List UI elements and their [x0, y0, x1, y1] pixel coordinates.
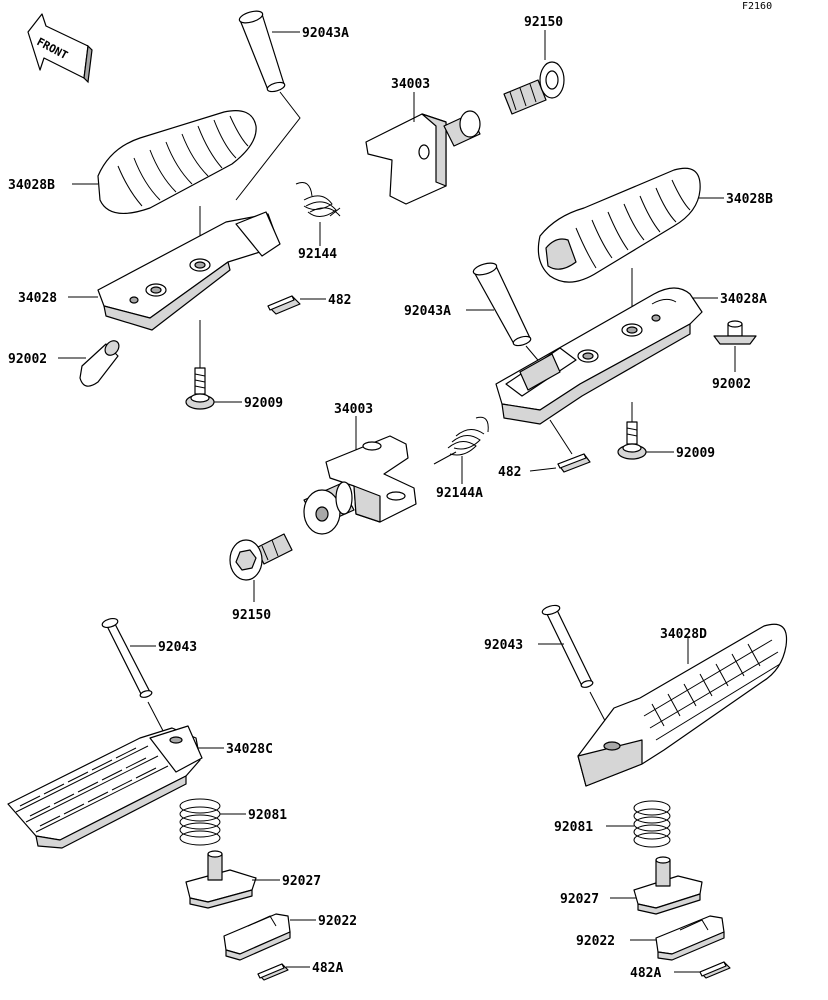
pin-right: [472, 262, 532, 347]
front-arrow-icon: FRONT: [27, 13, 93, 84]
pin-lower-right: [541, 604, 594, 688]
label-screw-left: 92009: [244, 396, 283, 411]
footpeg-lower-right: [577, 623, 788, 787]
label-stopper-left: 92002: [8, 352, 47, 367]
screw-right: [617, 402, 647, 460]
label-spring-lower: 92144A: [436, 486, 483, 501]
footpeg-right: [495, 287, 703, 425]
pin-lower-left: [101, 617, 153, 698]
clip-right: [699, 961, 731, 979]
label-spring-upper: 92144: [298, 247, 337, 262]
label-spring-coil-right: 92081: [554, 820, 593, 835]
label-clip-upper: 482: [328, 293, 351, 308]
stopper-left: [79, 340, 120, 387]
stay-left: [185, 850, 257, 909]
rubber-upper-left: [97, 110, 257, 215]
label-rubber-right: 34028B: [726, 192, 773, 207]
label-clip-mid: 482: [498, 465, 521, 480]
label-rubber-upper-left: 34028B: [8, 178, 55, 193]
plate-right: [655, 915, 725, 961]
clip-mid: [549, 419, 591, 473]
screw-left: [185, 320, 215, 410]
label-bolt-lower: 92150: [232, 608, 271, 623]
clip-left: [257, 963, 289, 981]
label-footpeg-lower-left: 34028C: [226, 742, 273, 757]
footpeg-upper-left: [97, 211, 281, 331]
label-plate-right: 92022: [576, 934, 615, 949]
clip-upper: [267, 295, 301, 315]
label-spring-coil-left: 92081: [248, 808, 287, 823]
stopper-right: [713, 320, 757, 345]
diagram-code: F2160: [742, 1, 772, 12]
footpeg-lower-left: [7, 725, 203, 849]
label-bracket-lower: 34003: [334, 402, 373, 417]
label-bolt-upper: 92150: [524, 15, 563, 30]
label-pin-lower-right: 92043: [484, 638, 523, 653]
spring-lower: [433, 416, 489, 465]
spring-upper: [295, 182, 341, 217]
label-footpeg-right: 34028A: [720, 292, 767, 307]
bolt-upper: [503, 61, 565, 115]
label-plate-left: 92022: [318, 914, 357, 929]
label-clip-right: 482A: [630, 966, 661, 981]
label-pin-lower-left: 92043: [158, 640, 197, 655]
label-stay-right: 92027: [560, 892, 599, 907]
pin-upper-left: [238, 10, 286, 93]
label-pin-right: 92043A: [404, 304, 451, 319]
label-clip-left: 482A: [312, 961, 343, 976]
label-bracket-upper: 34003: [391, 77, 430, 92]
label-stay-left: 92027: [282, 874, 321, 889]
label-footpeg-lower-right: 34028D: [660, 627, 707, 642]
label-pin-upper-left: 92043A: [302, 26, 349, 41]
bolt-lower: [229, 533, 293, 581]
plate-left: [223, 913, 291, 961]
spring-coil-left: [179, 798, 221, 846]
label-stopper-right: 92002: [712, 377, 751, 392]
spring-coil-right: [633, 800, 671, 848]
label-footpeg-upper-left: 34028: [18, 291, 57, 306]
bracket-lower: [303, 435, 417, 535]
stay-right: [633, 856, 703, 915]
label-screw-right: 92009: [676, 446, 715, 461]
bracket-upper: [365, 110, 481, 205]
rubber-right: [537, 167, 701, 283]
